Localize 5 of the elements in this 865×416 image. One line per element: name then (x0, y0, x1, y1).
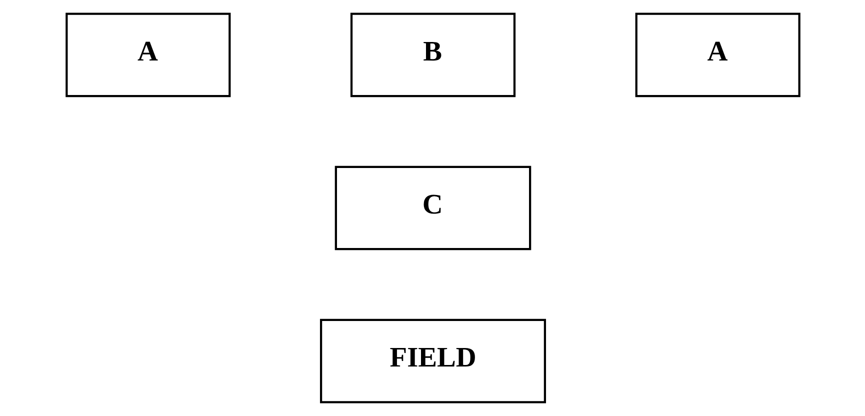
node-box: C (334, 166, 531, 250)
node-box: A (65, 12, 230, 98)
node-box: B (350, 12, 516, 98)
node-box: A (634, 12, 800, 98)
node-box: FIELD (319, 318, 546, 404)
